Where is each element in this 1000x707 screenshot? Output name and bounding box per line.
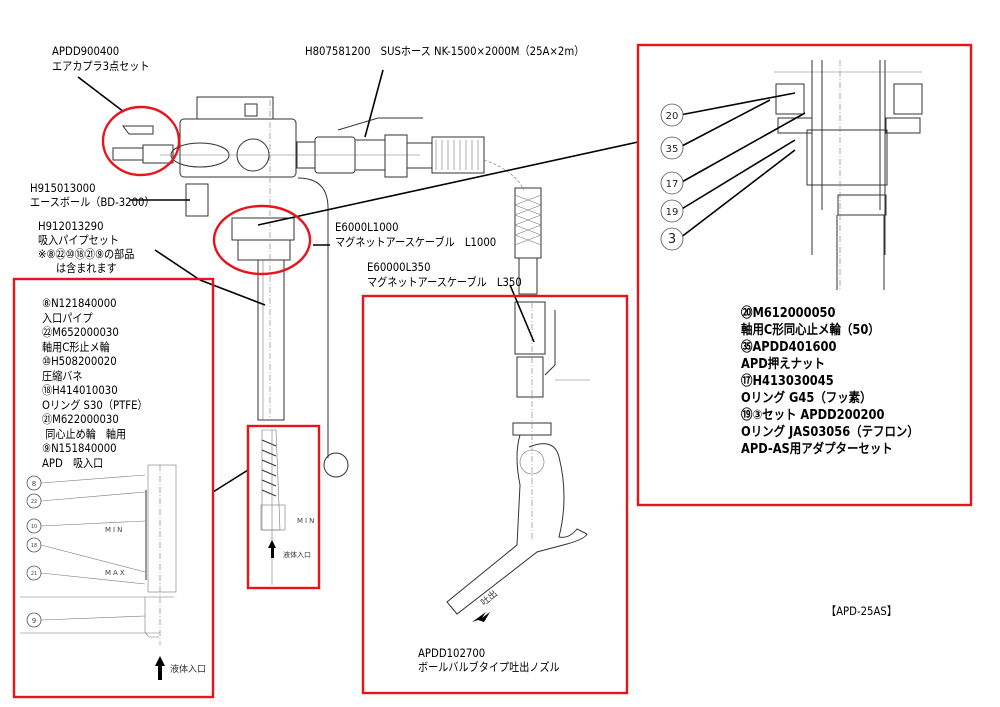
min-mark: MIN [297, 517, 316, 525]
right-parts-list: ⑳M612000050 軸用C形同心止メ輪（50） ㉟APDD401600 AP… [741, 305, 943, 458]
svg-text:3: 3 [668, 232, 676, 247]
outlet-label: 吐出 [478, 588, 500, 609]
max-mark: MAX [105, 569, 127, 577]
min-mark: MIN [105, 526, 124, 534]
cable-350-name: マグネットアースケーブル L350 [367, 275, 522, 289]
nozzle-drawing: 吐出 [446, 301, 590, 622]
part-line: 入口パイプ [42, 310, 93, 325]
small-inlet-detail: MIN 液体入口 [260, 429, 316, 585]
part-line: Oリング G45（フッ素） [741, 391, 872, 406]
suction-pipe-note: ※⑧㉒⑩⑱㉑⑨の部品 [38, 247, 135, 261]
nozzle-code: APDD102700 [418, 646, 486, 660]
suction-pipe-note-2: は含まれます [56, 261, 117, 275]
air-coupler-name: エアカプラ3点セット [52, 59, 150, 73]
part-line: 同心止め輪 軸用 [42, 426, 127, 441]
part-line: 圧縮バネ [42, 368, 83, 383]
svg-text:20: 20 [666, 111, 679, 122]
svg-text:8: 8 [32, 480, 36, 488]
nozzle-name: ボールバルブタイプ吐出ノズル [418, 660, 560, 674]
part-line: ㉑M622000030 [42, 412, 119, 426]
ace-ball-code: H915013000 [30, 181, 96, 195]
suction-pipe-code: H912013290 [38, 219, 104, 233]
part-line: ㉟APDD401600 [741, 340, 837, 355]
ace-ball-name: エースボール（BD-3200） [30, 195, 155, 209]
part-line: ⑨N151840000 [42, 441, 117, 455]
svg-text:9: 9 [32, 617, 36, 625]
inlet-label: 液体入口 [170, 663, 206, 675]
svg-text:22: 22 [31, 499, 37, 505]
hose-coil [435, 140, 479, 170]
hose-label: H807581200 SUSホース NK-1500×2000M（25A×2m） [305, 44, 585, 58]
part-line: Oリング S30（PTFE） [42, 397, 148, 412]
part-line: Oリング JAS03056（テフロン） [741, 425, 919, 440]
air-coupler-code: APDD900400 [52, 44, 120, 58]
leader-lines [77, 69, 639, 493]
right-coupling-detail: 20 35 17 19 3 [660, 60, 923, 290]
part-line: APD-AS用アダプターセット [741, 442, 893, 457]
svg-text:21: 21 [31, 571, 37, 577]
part-line: ⑧N121840000 [42, 296, 117, 310]
part-line: ⑳M612000050 [741, 306, 836, 321]
svg-text:17: 17 [666, 179, 679, 190]
part-line: 軸用C形同心止メ輪（50） [741, 323, 880, 338]
svg-text:10: 10 [31, 524, 37, 530]
left-parts-list: ⑧N121840000 入口パイプ ㉒M652000030 軸用C形止メ輪 ⑩H… [42, 296, 162, 470]
svg-text:19: 19 [666, 207, 679, 218]
cable-350-code: E60000L350 [367, 260, 431, 274]
cable-1000-name: マグネットアースケーブル L1000 [335, 235, 497, 249]
part-line: ⑱H414010030 [42, 383, 118, 397]
svg-text:35: 35 [666, 144, 679, 155]
left-inlet-detail: 8 22 10 18 21 9 MIN MAX 液体入口 [20, 464, 206, 680]
inlet-label: 液体入口 [283, 550, 311, 559]
part-line: 軸用C形止メ輪 [42, 339, 110, 354]
highlight-frames [12, 43, 973, 699]
part-line: ㉒M652000030 [42, 325, 119, 339]
part-line: APD押えナット [741, 357, 825, 372]
part-line: ⑰H413030045 [741, 374, 834, 389]
part-line: APD 吸入口 [42, 455, 104, 470]
suction-pipe-name: 吸入パイプセット [38, 233, 119, 247]
cable-1000-code: E6000L1000 [335, 220, 399, 234]
part-line: ⑲③セット APDD200200 [741, 408, 885, 423]
part-line: ⑩H508200020 [42, 354, 117, 368]
svg-text:18: 18 [31, 543, 37, 549]
pump-unit [112, 96, 542, 478]
model-label: 【APD-25AS】 [826, 604, 897, 618]
